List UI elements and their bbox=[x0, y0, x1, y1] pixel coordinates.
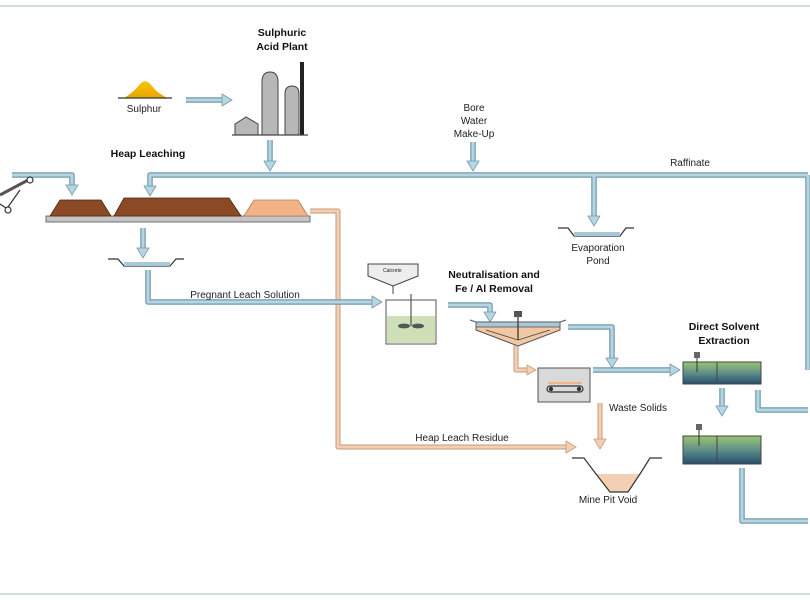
heap-leaching-title: Heap Leaching bbox=[110, 148, 186, 160]
acid-arrow-head bbox=[263, 160, 277, 172]
pls-arrow-head bbox=[371, 295, 383, 309]
calcrete-hopper-icon bbox=[367, 263, 419, 294]
neutralisation-title: Neutralisation and Fe / Al Removal bbox=[448, 269, 540, 295]
sx-outlet-2 bbox=[739, 468, 808, 524]
sx-link-arrow-head bbox=[715, 405, 729, 417]
overflow-pipe bbox=[568, 324, 615, 360]
sx-unit-2-icon bbox=[682, 424, 762, 465]
acid-plant-tower-1 bbox=[261, 71, 279, 136]
raffinate-arrow-head bbox=[143, 185, 157, 197]
solution-arrowheads bbox=[65, 93, 729, 417]
sx-outlet-1 bbox=[755, 390, 808, 413]
calcrete-label: Calcrete bbox=[383, 268, 402, 274]
heap-leach-pads bbox=[45, 197, 311, 223]
neutralised-arrow-head bbox=[483, 311, 497, 323]
pond-arrow-head bbox=[587, 215, 601, 227]
evaporation-pond-label: Evaporation Pond bbox=[571, 243, 625, 267]
drain-arrow-head bbox=[136, 247, 150, 259]
dsx-title: Direct Solvent Extraction bbox=[688, 321, 760, 347]
conveyor-stacker-icon bbox=[0, 176, 34, 214]
residue-arrowheads bbox=[526, 364, 607, 454]
overflow-arrow-head bbox=[605, 357, 619, 369]
bore-water-label: Bore Water Make-Up bbox=[453, 103, 495, 140]
sx-unit-1-icon bbox=[682, 352, 762, 385]
neutralisation-tank-icon bbox=[385, 294, 437, 345]
underflow-arrow-head bbox=[526, 364, 537, 376]
mine-pit-void-icon bbox=[572, 457, 662, 493]
sulphur-arrow-head bbox=[221, 93, 233, 107]
heap-2 bbox=[113, 197, 242, 217]
raffinate-header bbox=[147, 172, 808, 188]
heap-1 bbox=[49, 199, 112, 217]
sulphur-label: Sulphur bbox=[126, 104, 162, 115]
thickener-icon bbox=[469, 311, 567, 347]
conveyor-arrow-head bbox=[65, 184, 79, 196]
heap-leach-residue-label: Heap Leach Residue bbox=[415, 433, 509, 444]
heap-3 bbox=[243, 199, 309, 217]
leach-pad-base bbox=[45, 215, 311, 223]
residue-arrow-head bbox=[565, 440, 577, 454]
acid-plant-icon bbox=[232, 62, 308, 136]
bore-arrow-head bbox=[466, 160, 480, 172]
belt-filter-icon bbox=[537, 367, 591, 403]
sulphur-pile-icon bbox=[118, 81, 172, 99]
waste-solids-label: Waste Solids bbox=[609, 403, 667, 414]
thickener-underflow-pipe bbox=[513, 344, 528, 373]
pls-label: Pregnant Leach Solution bbox=[190, 290, 300, 301]
filtrate-arrow-head bbox=[669, 363, 681, 377]
residue-pipes-fill bbox=[310, 209, 602, 449]
mine-pit-void-label: Mine Pit Void bbox=[578, 495, 638, 506]
pls-pond-icon bbox=[108, 258, 184, 267]
acid-plant-title: Sulphuric Acid Plant bbox=[256, 27, 308, 53]
acid-plant-shed bbox=[234, 116, 259, 136]
acid-plant-tower-2 bbox=[284, 85, 300, 136]
evaporation-pond-icon bbox=[558, 227, 634, 237]
acid-plant-stack bbox=[300, 62, 304, 135]
raffinate-label: Raffinate bbox=[670, 158, 710, 169]
waste-arrow-head bbox=[593, 438, 607, 450]
